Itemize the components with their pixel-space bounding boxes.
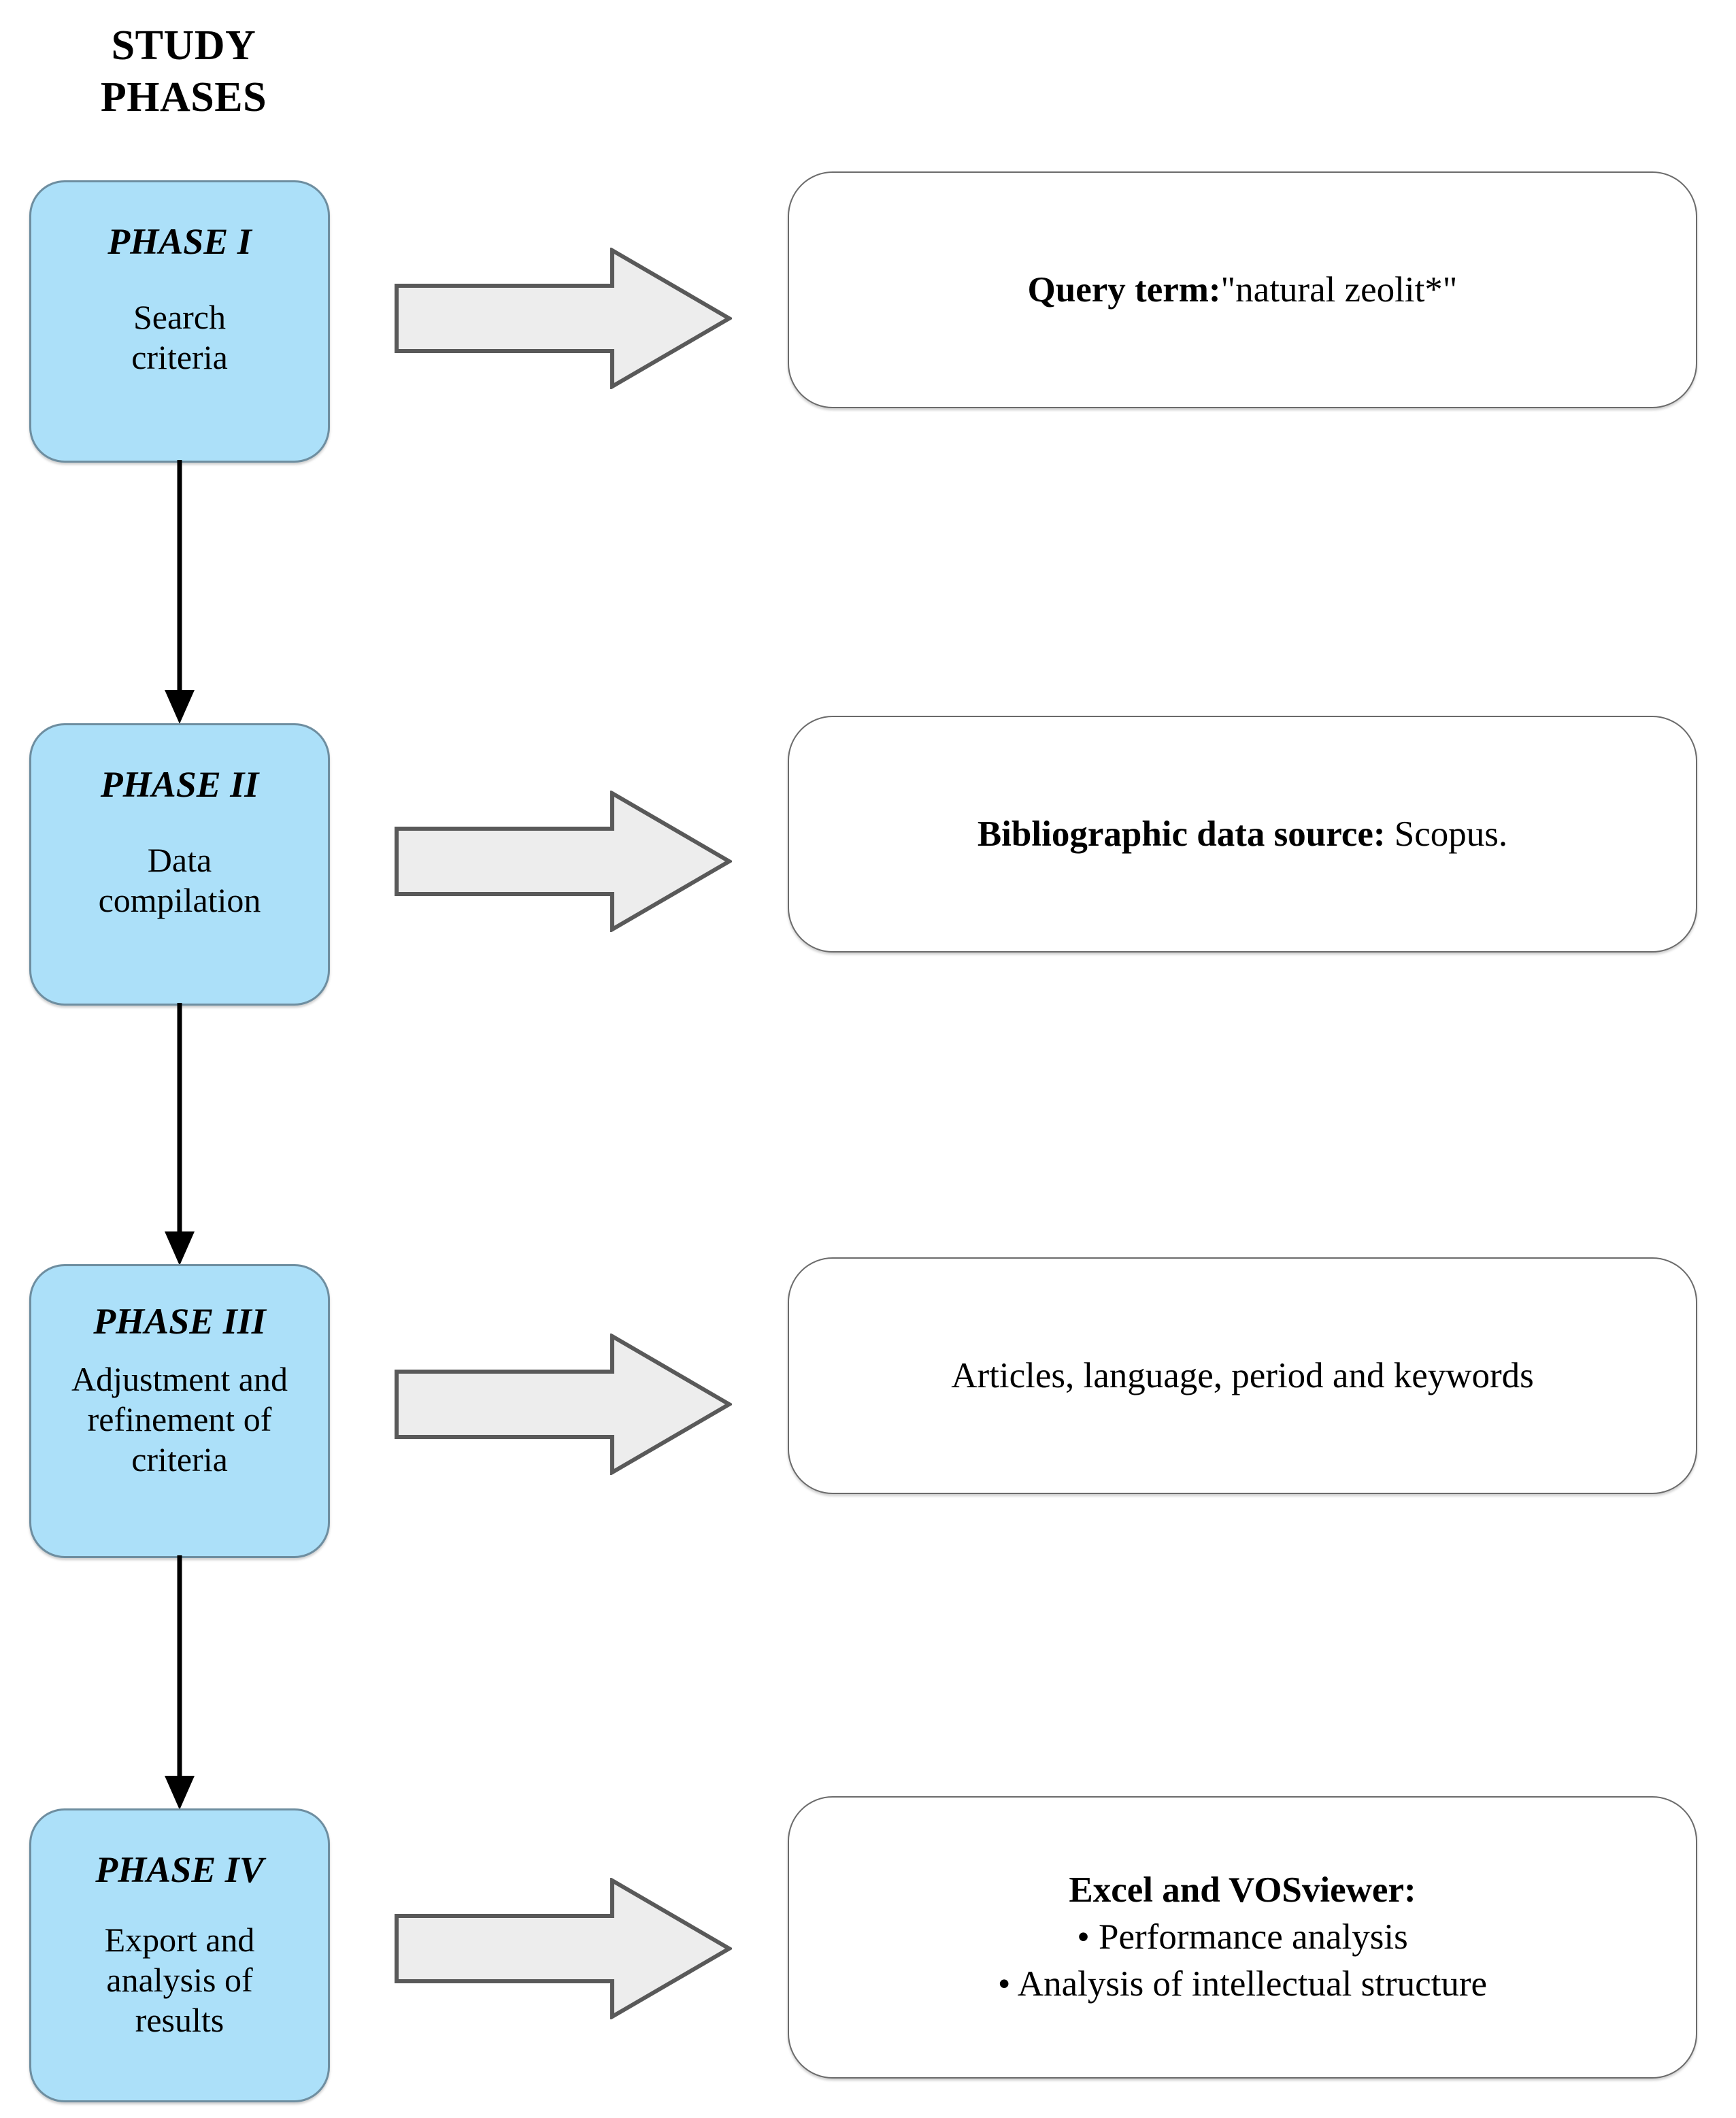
- phase-description-3: Adjustment and refinement of criteria: [71, 1359, 288, 1480]
- connector-arrow-1: [159, 460, 200, 725]
- content-box-2[interactable]: Bibliographic data source: Scopus.: [788, 716, 1697, 953]
- content-text-2: Bibliographic data source: Scopus.: [789, 811, 1696, 858]
- block-arrow-right-icon-4: [395, 1878, 732, 2019]
- content-rest-1: "natural zeolit*": [1220, 269, 1458, 310]
- content-bold-prefix-2: Bibliographic data source:: [977, 814, 1386, 854]
- phase-label-1: PHASE I: [107, 221, 252, 262]
- phase-box-1[interactable]: PHASE I Search criteria: [29, 180, 330, 463]
- connector-arrow-2: [159, 1003, 200, 1267]
- content-text-1: Query term:"natural zeolit*": [789, 267, 1696, 314]
- phase-description-4: Export and analysis of results: [105, 1920, 255, 2040]
- block-arrow-right-icon-2: [395, 791, 732, 932]
- connector-arrow-3: [159, 1555, 200, 1811]
- phase-description-2-line2: compilation: [98, 881, 261, 920]
- phase-description-2-line1: Data: [147, 841, 212, 880]
- phase-box-3[interactable]: PHASE III Adjustment and refinement of c…: [29, 1264, 330, 1558]
- phase-description-4-line2: analysis of: [106, 1961, 253, 2000]
- block-arrow-right-icon-1: [395, 248, 732, 389]
- phase-description-4-line3: results: [135, 2001, 224, 2040]
- content-text-3: Articles, language, period and keywords: [789, 1353, 1696, 1400]
- content-box-4[interactable]: Excel and VOSviewer: • Performance analy…: [788, 1796, 1697, 2079]
- phase-description-3-line1: Adjustment and: [71, 1360, 288, 1399]
- phase-label-4: PHASE IV: [95, 1849, 264, 1890]
- content-bullet-2: • Analysis of intellectual structure: [997, 1964, 1488, 2004]
- phase-box-2[interactable]: PHASE II Data compilation: [29, 723, 330, 1006]
- phase-description-2: Data compilation: [99, 840, 261, 921]
- phase-label-3: PHASE III: [93, 1301, 266, 1342]
- content-text-4: Excel and VOSviewer: • Performance analy…: [789, 1867, 1696, 2008]
- phase-description-1-line1: Search: [133, 298, 227, 337]
- content-rest-3: Articles, language, period and keywords: [951, 1355, 1534, 1395]
- phase-description-3-line3: criteria: [131, 1440, 228, 1479]
- content-box-1[interactable]: Query term:"natural zeolit*": [788, 171, 1697, 408]
- phase-description-4-line1: Export and: [104, 1921, 255, 1959]
- study-phases-title-line2: PHASES: [100, 73, 267, 120]
- phase-description-3-line2: refinement of: [87, 1400, 272, 1439]
- phase-box-4[interactable]: PHASE IV Export and analysis of results: [29, 1808, 330, 2102]
- block-arrow-right-icon-3: [395, 1334, 732, 1475]
- phase-label-2: PHASE II: [100, 764, 259, 805]
- study-phases-title-line1: STUDY: [111, 22, 256, 69]
- content-bullet-1: • Performance analysis: [1077, 1917, 1408, 1957]
- study-phases-title: STUDY PHASES: [41, 20, 327, 123]
- content-rest-2: Scopus.: [1385, 814, 1508, 854]
- content-box-3[interactable]: Articles, language, period and keywords: [788, 1257, 1697, 1494]
- phase-description-1: Search criteria: [131, 297, 228, 378]
- phase-description-1-line2: criteria: [131, 338, 228, 377]
- content-bold-prefix-1: Query term:: [1027, 269, 1221, 310]
- content-bold-prefix-4: Excel and VOSviewer:: [1069, 1870, 1416, 1910]
